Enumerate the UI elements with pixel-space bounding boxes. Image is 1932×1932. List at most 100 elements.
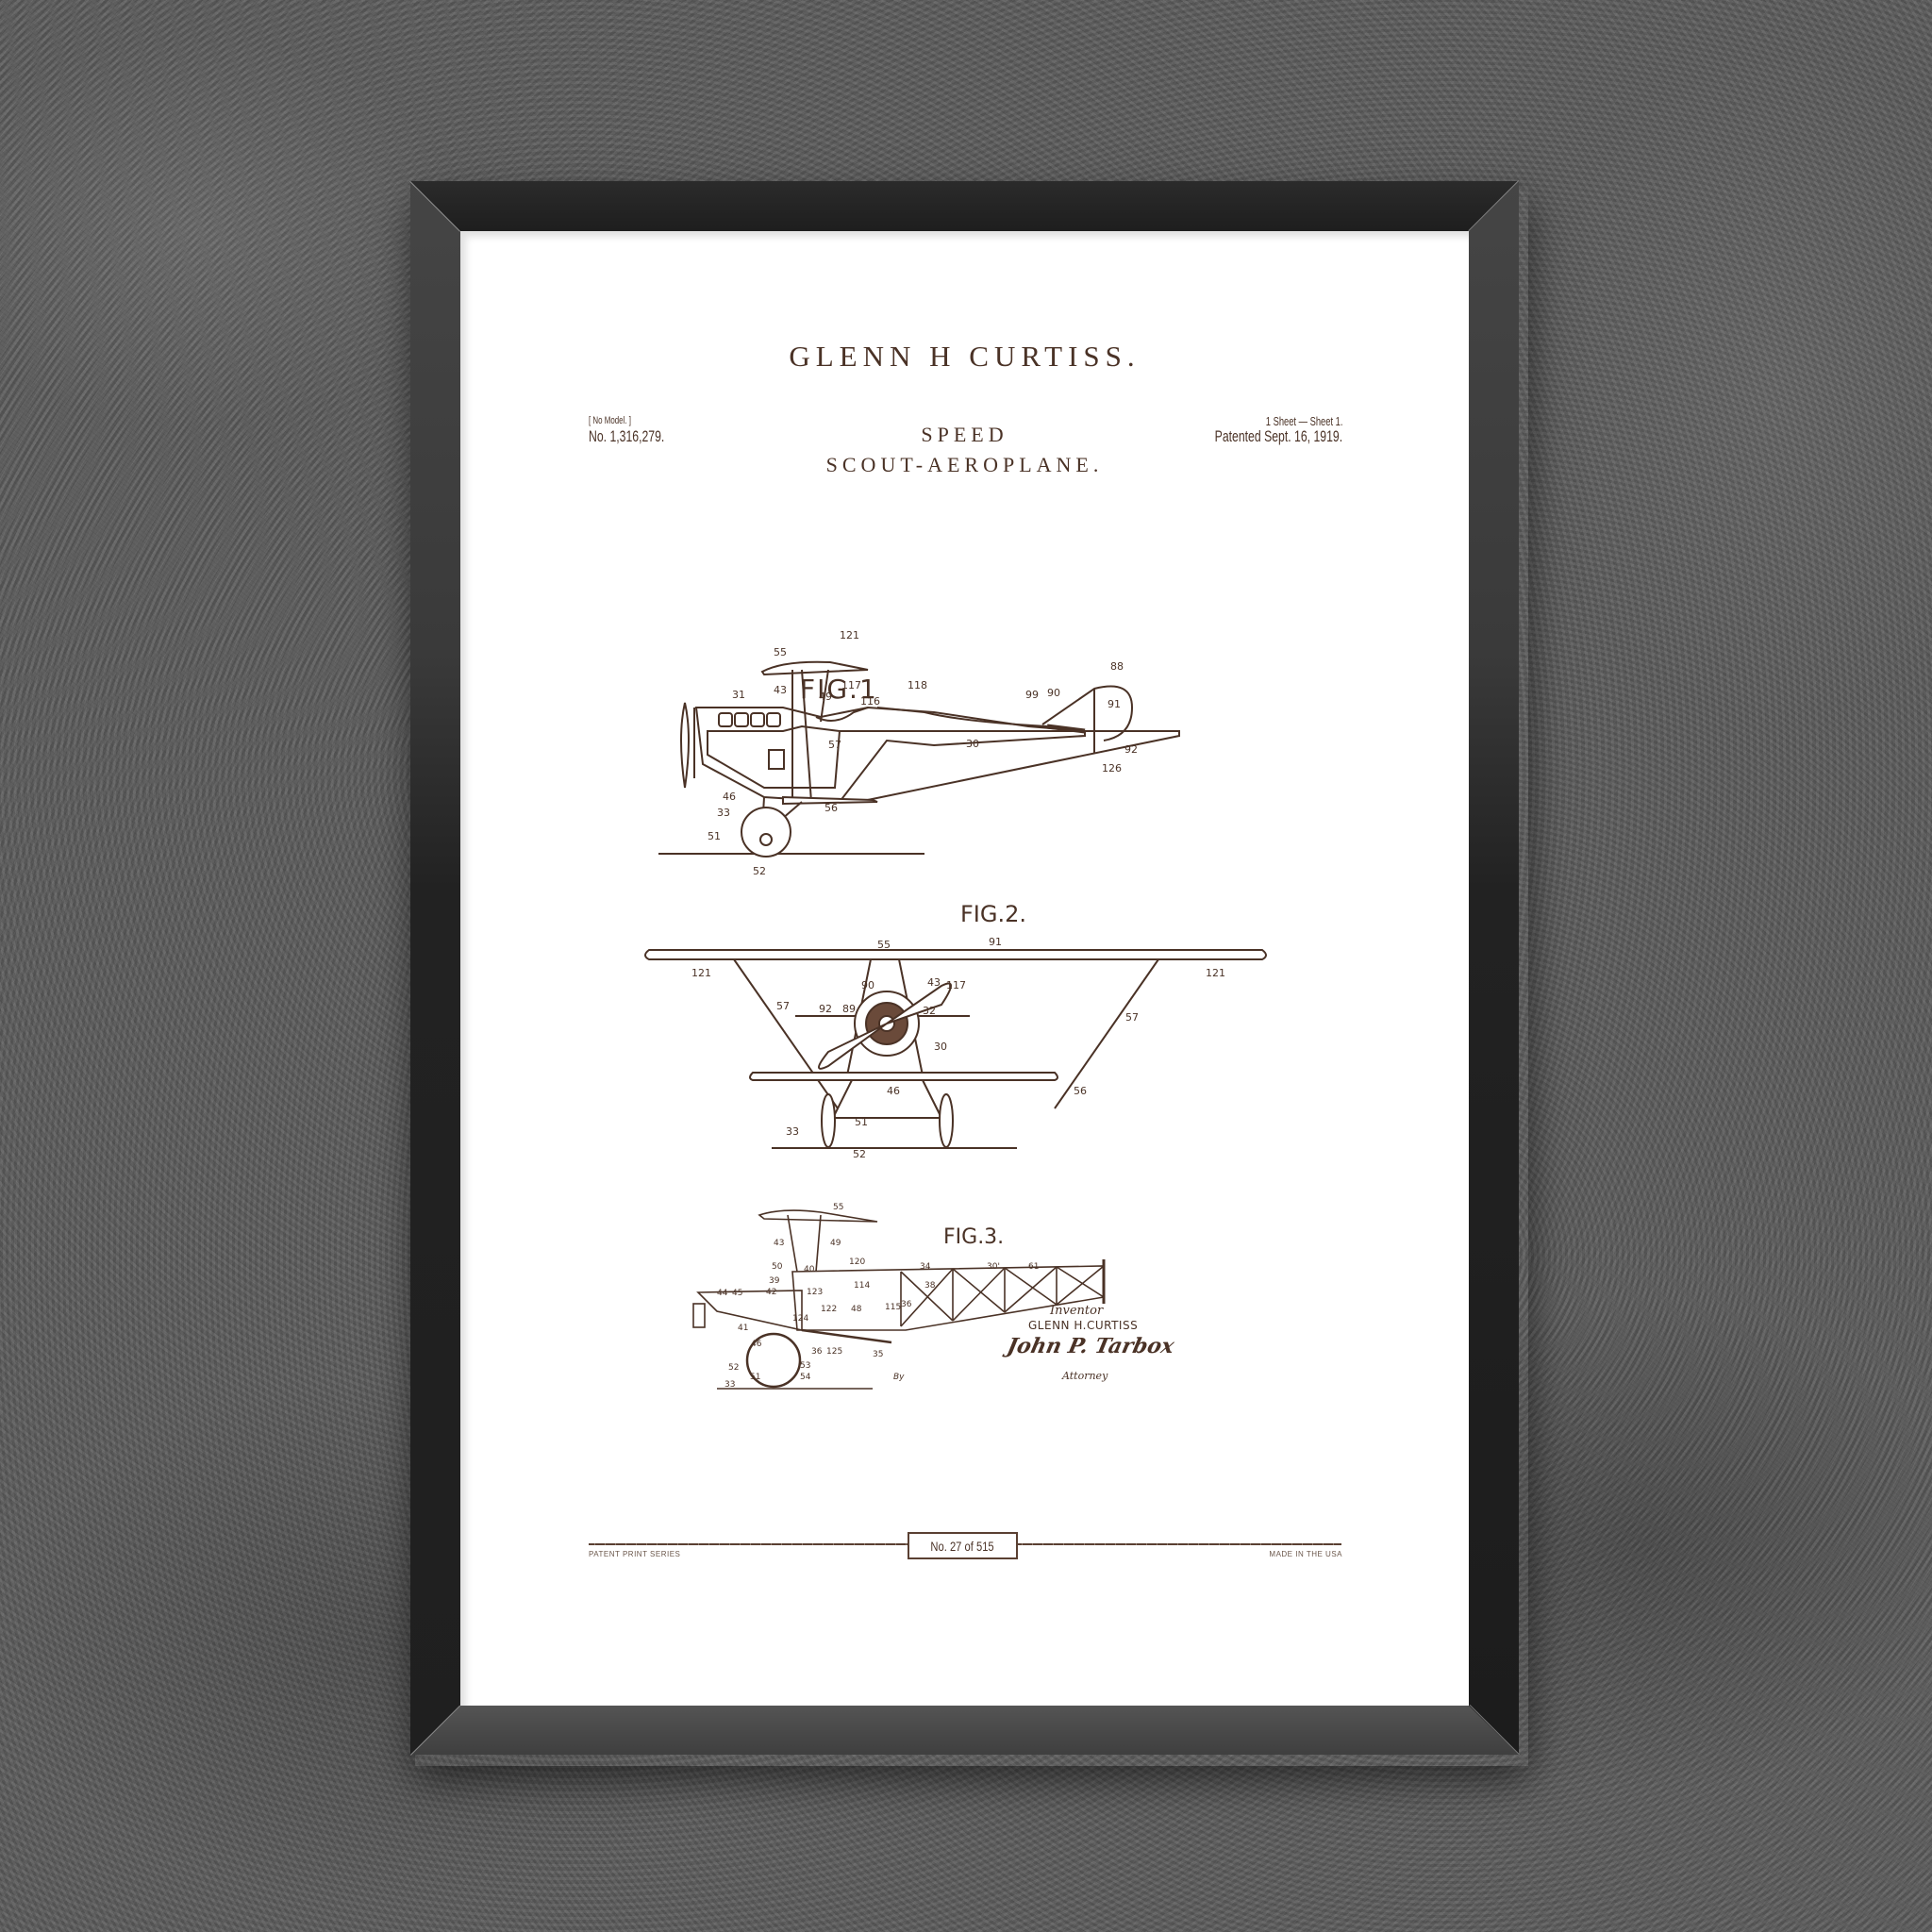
- svg-text:89: 89: [842, 1003, 856, 1015]
- svg-text:51: 51: [750, 1373, 760, 1382]
- svg-text:121: 121: [1206, 967, 1225, 979]
- svg-text:57: 57: [776, 1000, 790, 1012]
- edition-number: No. 27 of 515: [930, 1538, 995, 1554]
- svg-text:114: 114: [854, 1281, 870, 1291]
- svg-text:117: 117: [841, 679, 861, 691]
- svg-text:90: 90: [861, 979, 874, 991]
- inventor-label: Inventor: [1050, 1304, 1104, 1318]
- frame-bottom-rail: [410, 1706, 1519, 1755]
- svg-text:30: 30: [966, 738, 979, 750]
- svg-text:126: 126: [1102, 762, 1122, 774]
- svg-text:118: 118: [908, 679, 927, 691]
- svg-text:123: 123: [807, 1288, 823, 1297]
- svg-text:33: 33: [717, 807, 730, 819]
- attorney-signature: John P. Tarbox: [1005, 1334, 1177, 1358]
- svg-text:124: 124: [792, 1314, 808, 1324]
- svg-text:30': 30': [987, 1262, 1000, 1272]
- frame-top-rail: [410, 181, 1519, 231]
- svg-text:55: 55: [833, 1203, 843, 1212]
- svg-text:49: 49: [830, 1239, 841, 1248]
- svg-text:49: 49: [819, 691, 832, 703]
- patent-date: Patented Sept. 16, 1919.: [1214, 427, 1342, 445]
- svg-text:121: 121: [840, 629, 859, 641]
- svg-text:51: 51: [708, 830, 721, 842]
- no-model-note: [ No Model. ]: [589, 415, 631, 426]
- svg-text:35: 35: [873, 1350, 883, 1359]
- svg-text:90: 90: [1047, 687, 1060, 699]
- svg-text:56: 56: [1074, 1085, 1087, 1097]
- svg-text:42: 42: [766, 1288, 776, 1297]
- svg-text:92: 92: [819, 1003, 832, 1015]
- svg-text:88: 88: [1110, 660, 1124, 673]
- svg-text:By: By: [893, 1373, 905, 1382]
- svg-text:54: 54: [800, 1373, 811, 1382]
- svg-text:52: 52: [728, 1363, 739, 1373]
- svg-text:116: 116: [860, 695, 880, 708]
- edition-number-box: No. 27 of 515: [908, 1532, 1018, 1559]
- patent-print: GLENN H CURTISS. SPEED SCOUT-AEROPLANE. …: [460, 231, 1469, 1706]
- svg-text:31: 31: [732, 689, 745, 701]
- svg-text:36: 36: [811, 1347, 823, 1357]
- svg-text:55: 55: [774, 646, 787, 658]
- frame-left-rail: [410, 181, 460, 1755]
- picture-frame: [409, 180, 1520, 1756]
- svg-text:57: 57: [1125, 1011, 1139, 1024]
- svg-text:46: 46: [723, 791, 736, 803]
- svg-text:52: 52: [753, 865, 766, 877]
- svg-text:43: 43: [774, 1239, 784, 1248]
- fig3-label: FIG.3.: [943, 1225, 1004, 1249]
- svg-text:39: 39: [769, 1276, 780, 1286]
- svg-text:50: 50: [772, 1262, 783, 1272]
- svg-text:41: 41: [738, 1324, 748, 1333]
- svg-text:48: 48: [851, 1305, 862, 1314]
- svg-text:33: 33: [786, 1125, 799, 1138]
- figure-2-front-view: FIG.2. 55 91: [640, 891, 1281, 1160]
- svg-text:38: 38: [924, 1281, 936, 1291]
- svg-text:52: 52: [853, 1148, 866, 1160]
- svg-text:122: 122: [821, 1305, 837, 1314]
- svg-text:55: 55: [877, 939, 891, 951]
- svg-text:121: 121: [691, 967, 711, 979]
- svg-text:30: 30: [934, 1041, 947, 1053]
- inventor-heading: GLENN H CURTISS.: [789, 340, 1141, 373]
- svg-text:40: 40: [804, 1265, 815, 1274]
- made-in-label: MADE IN THE USA: [1269, 1550, 1342, 1558]
- svg-text:125: 125: [826, 1347, 842, 1357]
- svg-text:91: 91: [1108, 698, 1121, 710]
- svg-text:61: 61: [1028, 1262, 1039, 1272]
- title-line-1: SPEED: [921, 423, 1008, 446]
- svg-text:117: 117: [946, 979, 966, 991]
- svg-text:44: 44: [717, 1289, 728, 1298]
- svg-text:57: 57: [828, 739, 841, 751]
- svg-text:91: 91: [989, 936, 1002, 948]
- svg-text:43: 43: [927, 976, 941, 989]
- svg-text:32: 32: [923, 1005, 936, 1017]
- footer-rule-left: [589, 1543, 908, 1545]
- attorney-label: Attorney: [1062, 1370, 1108, 1382]
- frame-right-rail: [1469, 181, 1519, 1755]
- sheet-info: 1 Sheet — Sheet 1.: [1265, 414, 1342, 428]
- svg-text:56: 56: [824, 802, 838, 814]
- svg-text:33: 33: [724, 1380, 735, 1390]
- svg-text:99: 99: [1025, 689, 1039, 701]
- series-label: PATENT PRINT SERIES: [589, 1550, 681, 1558]
- inventor-name: GLENN H.CURTISS: [1028, 1319, 1139, 1332]
- fig1-label: FIG.1: [800, 674, 878, 705]
- svg-text:51: 51: [855, 1116, 868, 1128]
- svg-text:45: 45: [732, 1289, 742, 1298]
- footer-rule-right: [1016, 1543, 1341, 1545]
- patent-number: No. 1,316,279.: [589, 427, 665, 445]
- svg-text:36: 36: [901, 1300, 912, 1309]
- svg-text:34: 34: [920, 1262, 931, 1272]
- svg-text:92: 92: [1124, 743, 1138, 756]
- svg-text:53: 53: [800, 1361, 810, 1371]
- title-line-2: SCOUT-AEROPLANE.: [825, 453, 1104, 476]
- svg-text:46: 46: [751, 1340, 762, 1349]
- svg-text:120: 120: [849, 1257, 865, 1267]
- fig2-label: FIG.2.: [960, 901, 1026, 927]
- svg-text:43: 43: [774, 684, 787, 696]
- svg-text:115: 115: [885, 1303, 901, 1312]
- svg-text:46: 46: [887, 1085, 900, 1097]
